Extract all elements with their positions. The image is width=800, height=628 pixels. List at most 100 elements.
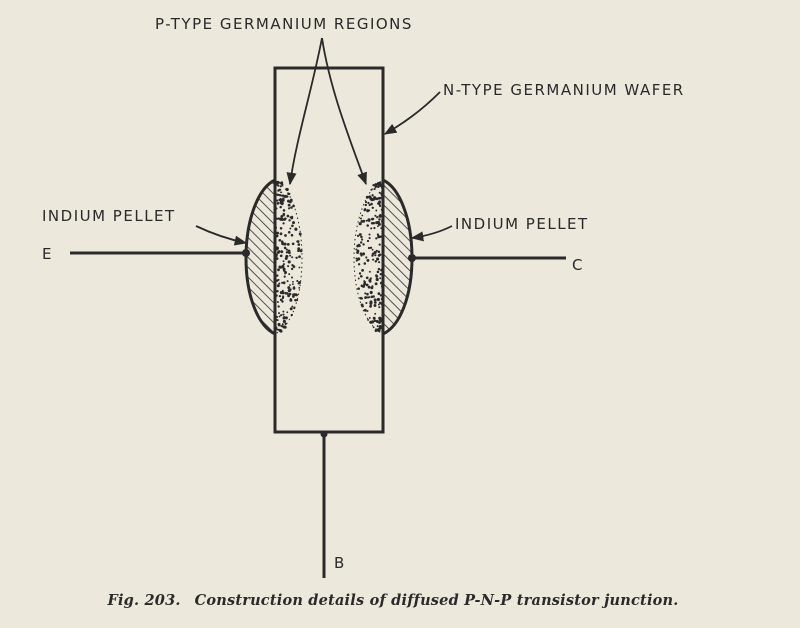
stipple-dot — [286, 243, 290, 246]
stipple-dot — [290, 276, 294, 279]
stipple-dot — [290, 216, 294, 220]
label-collector: C — [572, 256, 582, 274]
label-emitter: E — [42, 245, 51, 263]
stipple-dot — [371, 248, 374, 251]
stipple-dot — [375, 197, 379, 201]
base-junction-dot — [320, 430, 328, 438]
stipple-dot — [275, 246, 279, 250]
stipple-dot — [284, 257, 288, 260]
stipple-dot — [276, 231, 280, 235]
stipple-dot — [381, 219, 384, 223]
stipple-dot — [290, 233, 294, 237]
stipple-dot — [285, 187, 289, 192]
stipple-dot — [371, 285, 374, 288]
p-type-region-right — [353, 179, 384, 335]
stipple-dot — [288, 251, 291, 255]
stipple-dot — [378, 201, 381, 204]
stipple-dot — [371, 206, 374, 209]
stipple-dot — [365, 256, 368, 259]
stipple-dot — [367, 285, 371, 289]
stipple-dot — [297, 247, 301, 251]
stipple-dot — [379, 294, 382, 297]
stipple-dot — [376, 216, 379, 219]
stipple-dot — [282, 194, 285, 197]
stipple-dot — [378, 214, 382, 218]
stipple-dot — [290, 206, 293, 209]
arrow-p-region-left — [286, 37, 323, 186]
stipple-dot — [289, 298, 293, 302]
stipple-dot — [289, 200, 292, 204]
stipple-dot — [360, 235, 363, 239]
stipple-dot — [355, 257, 358, 260]
stipple-dot — [273, 223, 277, 226]
stipple-dot — [279, 205, 282, 209]
stipple-dot — [357, 277, 360, 280]
label-p-type-regions: P-TYPE GERMANIUM REGIONS — [155, 15, 413, 33]
stipple-dot — [380, 227, 383, 230]
stipple-dot — [373, 301, 377, 304]
p-type-dots-right — [355, 181, 385, 333]
stipple-dot — [287, 203, 291, 207]
stipple-dot — [278, 294, 282, 298]
stipple-dot — [282, 281, 286, 285]
stipple-dot — [283, 242, 287, 246]
stipple-dot — [379, 181, 382, 184]
stipple-dot — [277, 217, 280, 220]
stipple-dot — [278, 181, 281, 184]
stipple-dot — [279, 201, 283, 205]
stipple-dot — [283, 315, 286, 319]
stipple-dot — [380, 208, 383, 211]
stipple-dot — [361, 297, 364, 300]
stipple-dot — [276, 319, 279, 322]
stipple-dot — [372, 326, 375, 329]
stipple-dot — [381, 253, 384, 256]
arrow-indium-right — [410, 225, 453, 242]
stipple-dot — [280, 314, 283, 317]
stipple-dot — [287, 265, 290, 268]
stipple-dot — [287, 260, 291, 264]
stipple-dot — [282, 197, 285, 200]
stipple-dot — [275, 183, 278, 186]
stipple-dot — [292, 295, 295, 298]
stipple-dot — [377, 196, 381, 200]
stipple-dot — [283, 218, 286, 221]
stipple-dot — [282, 209, 286, 212]
stipple-dot — [283, 326, 286, 329]
figure-caption: Fig. 203.Construction details of diffuse… — [0, 592, 800, 609]
stipple-dot — [376, 185, 380, 188]
stipple-dot — [278, 282, 281, 285]
stipple-dot — [294, 293, 298, 297]
stipple-dot — [372, 183, 375, 187]
stipple-dot — [287, 231, 291, 234]
stipple-dot — [299, 249, 303, 253]
stipple-dot — [375, 237, 378, 240]
stipple-dot — [378, 319, 382, 322]
stipple-dot — [372, 316, 376, 320]
stipple-dot — [275, 315, 278, 319]
stipple-dot — [282, 313, 285, 316]
stipple-dot — [290, 267, 294, 271]
stipple-dot — [380, 302, 384, 306]
stipple-dot — [380, 326, 383, 329]
stipple-dot — [358, 222, 362, 226]
stipple-dot — [285, 248, 288, 251]
stipple-dot — [381, 320, 384, 324]
stipple-dot — [360, 241, 363, 244]
stipple-dot — [287, 294, 291, 298]
stipple-dot — [367, 246, 371, 250]
stipple-dot — [286, 311, 289, 314]
stipple-dot — [289, 284, 291, 286]
stipple-dot — [277, 305, 280, 308]
stipple-dot — [296, 240, 300, 243]
stipple-dot — [365, 283, 369, 287]
stipple-dot — [280, 215, 284, 218]
stipple-dot — [375, 249, 378, 252]
stipple-dot — [291, 224, 294, 228]
stipple-dot — [378, 306, 381, 309]
stipple-dot — [279, 227, 283, 230]
stipple-dot — [275, 207, 278, 210]
stipple-dot — [357, 263, 361, 266]
label-indium-pellet-left: INDIUM PELLET — [42, 207, 176, 225]
stipple-dot — [286, 195, 289, 198]
